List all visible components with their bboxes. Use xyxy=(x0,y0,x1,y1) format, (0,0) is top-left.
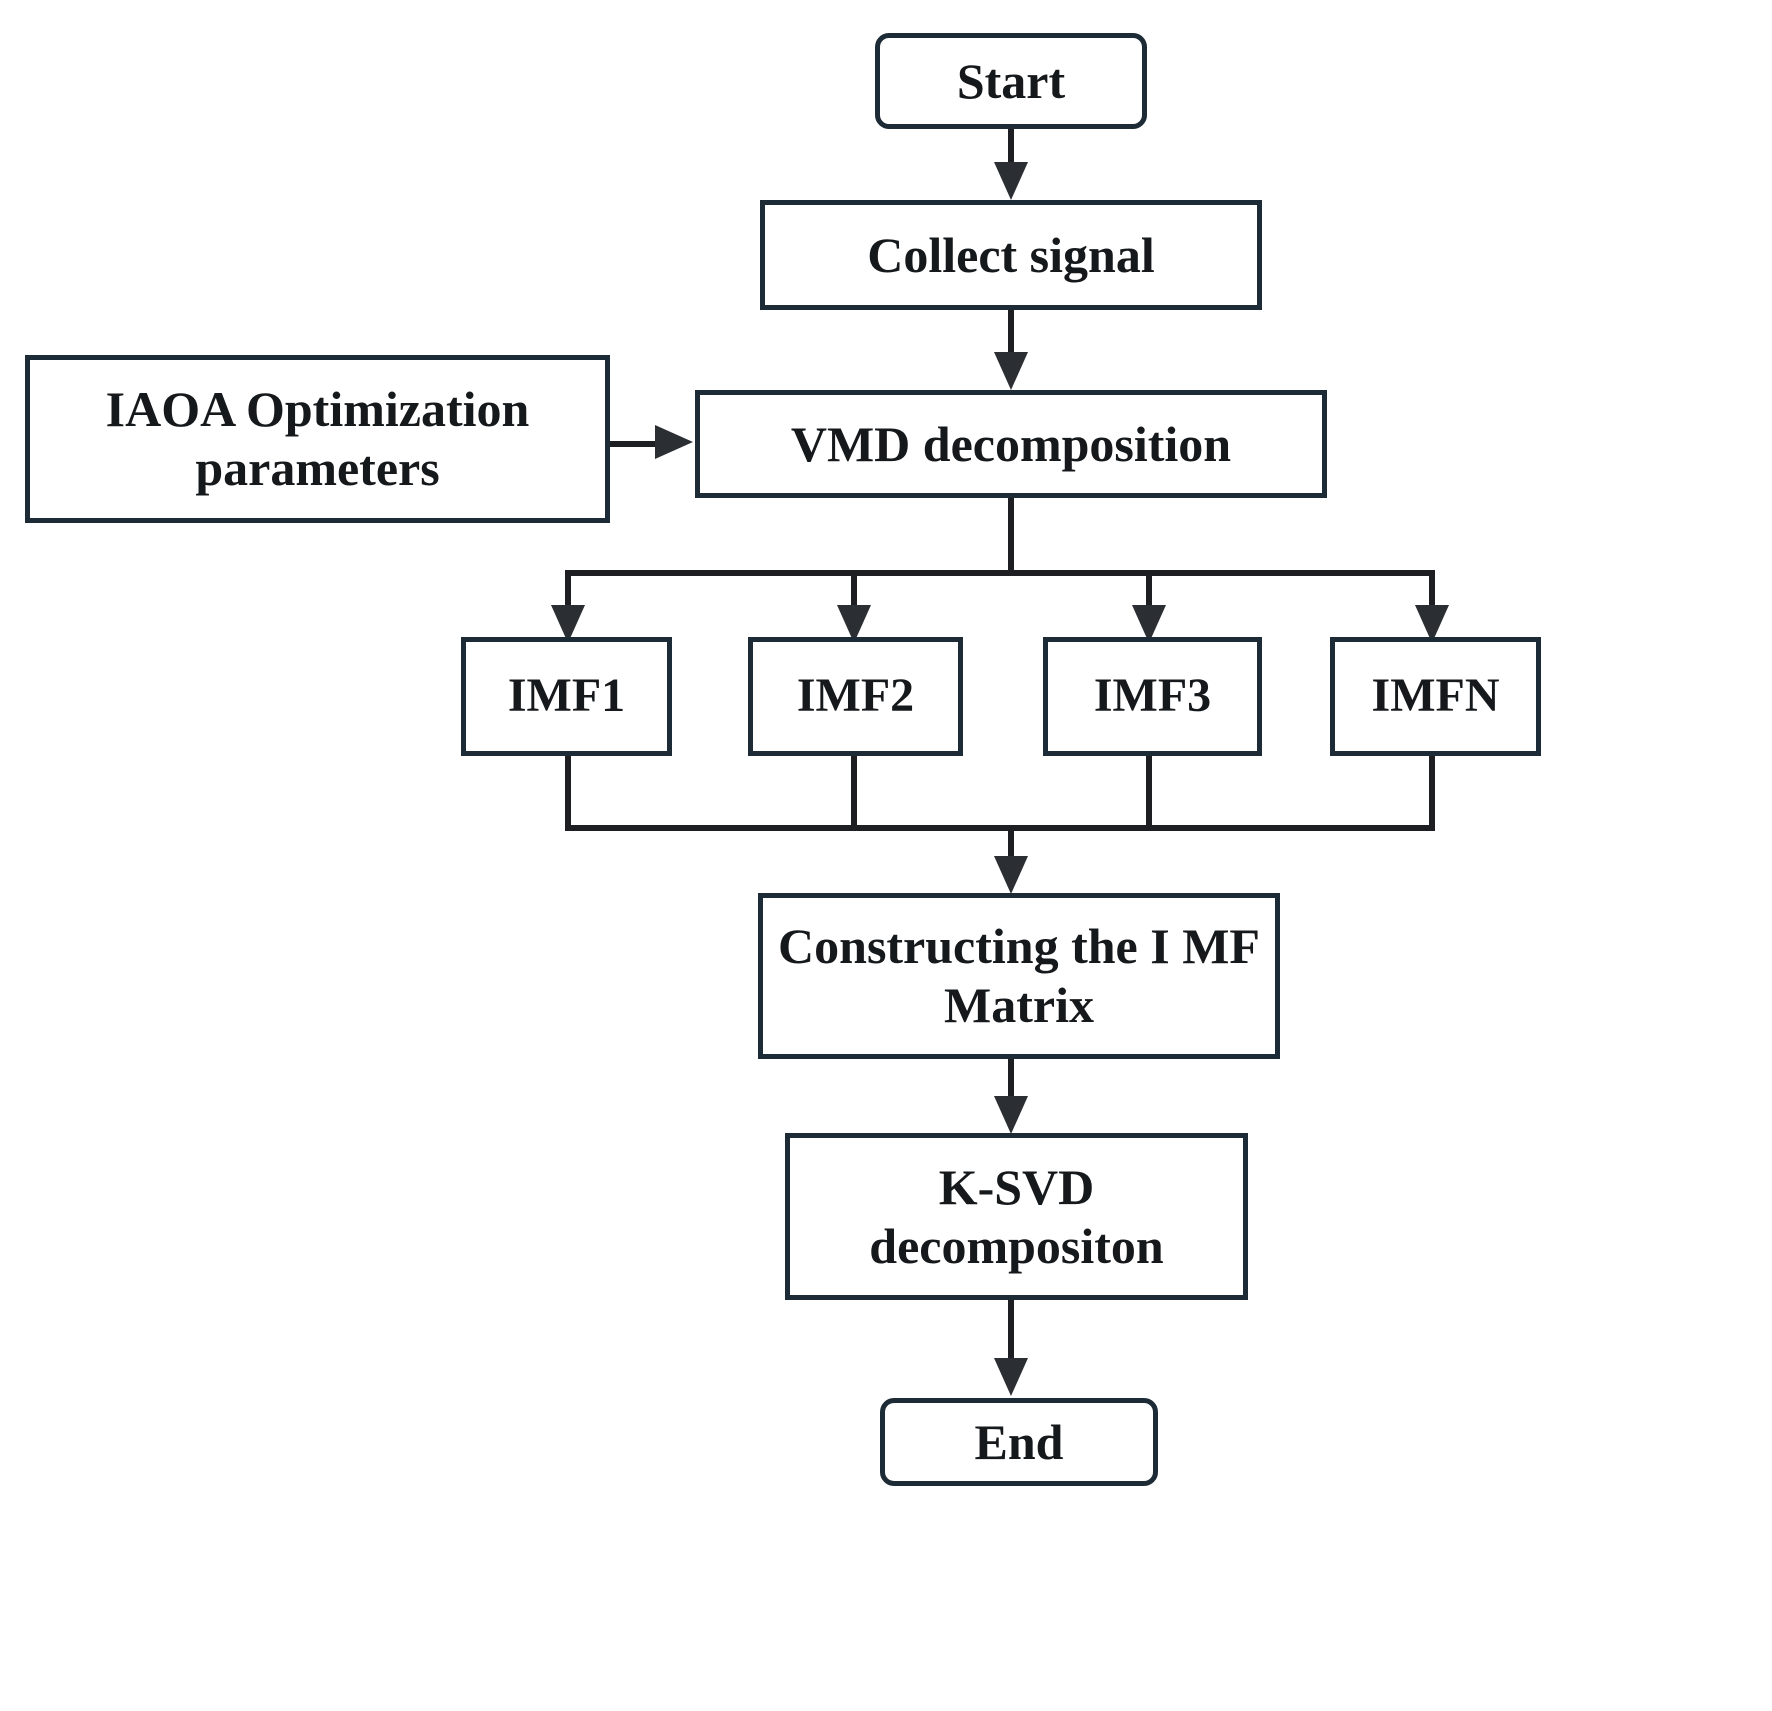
node-iaoa-optimization-parameters[interactable]: IAOA Optimization parameters xyxy=(25,355,610,523)
edge-iaoa-to-vmd-arrowhead xyxy=(655,425,693,459)
node-imf1-label: IMF1 xyxy=(507,669,626,723)
node-ksvd-decomposition[interactable]: K-SVD decompositon xyxy=(785,1133,1248,1300)
edge-construct-to-ksvd-line xyxy=(1008,1059,1014,1101)
edge-vmd-to-imfn-arrowhead xyxy=(1415,605,1449,643)
edge-vmd-branch-bus xyxy=(565,570,1435,576)
edge-collect-to-vmd-arrowhead xyxy=(994,352,1028,390)
edge-vmd-to-imfn-line xyxy=(1429,570,1435,612)
edge-vmd-branch-stem xyxy=(1008,497,1014,575)
edge-imf3-to-merge-line xyxy=(1146,755,1152,831)
edge-ksvd-to-end-arrowhead xyxy=(994,1358,1028,1396)
edge-vmd-to-imf1-arrowhead xyxy=(551,605,585,643)
edge-vmd-to-imf2-arrowhead xyxy=(837,605,871,643)
node-imf2[interactable]: IMF2 xyxy=(748,637,963,756)
node-imf1[interactable]: IMF1 xyxy=(461,637,672,756)
node-collect-signal-label: Collect signal xyxy=(867,226,1155,283)
edge-start-to-collect-line xyxy=(1008,129,1014,165)
edge-iaoa-to-vmd-line xyxy=(608,441,660,447)
node-constructing-imf-matrix-label: Constructing the I MF Matrix xyxy=(778,918,1260,1033)
node-end[interactable]: End xyxy=(880,1398,1158,1486)
node-imfn[interactable]: IMFN xyxy=(1330,637,1541,756)
node-imf2-label: IMF2 xyxy=(796,669,915,723)
node-imfn-label: IMFN xyxy=(1371,669,1500,723)
node-start-label: Start xyxy=(956,52,1066,109)
node-vmd-decomposition[interactable]: VMD decomposition xyxy=(695,390,1327,498)
edge-start-to-collect-arrowhead xyxy=(994,162,1028,200)
node-ksvd-decomposition-label: K-SVD decompositon xyxy=(869,1158,1164,1274)
node-iaoa-optimization-parameters-label: IAOA Optimization parameters xyxy=(105,381,530,496)
node-imf3-label: IMF3 xyxy=(1093,669,1212,723)
edge-merge-to-construct-line xyxy=(1008,825,1014,861)
edge-vmd-to-imf1-line xyxy=(565,570,571,612)
edge-imf2-to-merge-line xyxy=(851,755,857,831)
node-imf3[interactable]: IMF3 xyxy=(1043,637,1262,756)
node-vmd-decomposition-label: VMD decomposition xyxy=(790,415,1232,472)
edge-imf-merge-bus xyxy=(565,825,1435,831)
edge-collect-to-vmd-line xyxy=(1008,310,1014,354)
node-start[interactable]: Start xyxy=(875,33,1147,129)
edge-merge-to-construct-arrowhead xyxy=(994,856,1028,894)
edge-vmd-to-imf2-line xyxy=(851,570,857,612)
edge-imf1-to-merge-line xyxy=(565,755,571,831)
node-constructing-imf-matrix[interactable]: Constructing the I MF Matrix xyxy=(758,893,1280,1059)
node-collect-signal[interactable]: Collect signal xyxy=(760,200,1262,310)
edge-vmd-to-imf3-line xyxy=(1146,570,1152,612)
edge-imfn-to-merge-line xyxy=(1429,755,1435,831)
edge-vmd-to-imf3-arrowhead xyxy=(1132,605,1166,643)
edge-construct-to-ksvd-arrowhead xyxy=(994,1096,1028,1134)
node-end-label: End xyxy=(974,1413,1064,1470)
edge-ksvd-to-end-line xyxy=(1008,1300,1014,1362)
